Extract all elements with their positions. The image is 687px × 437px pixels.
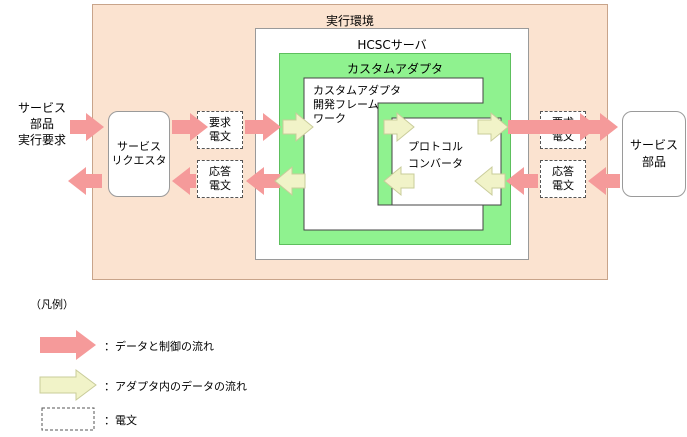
- legend-item-flow: ：データと制御の流れ: [104, 340, 214, 353]
- arrow-response-out: [68, 167, 102, 195]
- response-message-right: 応答電文: [540, 160, 586, 198]
- arrow-response-4: [588, 167, 620, 195]
- arrow-response-1: [172, 167, 196, 195]
- adapter-arrow-out-2: [383, 165, 415, 197]
- server-label: HCSCサーバ: [357, 38, 427, 52]
- arrow-response-2: [246, 167, 280, 195]
- service-parts: サービス部品: [622, 111, 686, 197]
- framework-shape: [303, 77, 484, 231]
- adapter-arrow-in-2: [383, 111, 415, 143]
- adapter-arrow-in-3: [477, 111, 509, 143]
- service-requester: サービスリクエスタ: [108, 111, 170, 197]
- arrow-request-in: [70, 113, 104, 141]
- adapter-label: カスタムアダプタ: [346, 62, 443, 76]
- legend-item-adapter-flow: ：アダプタ内のデータの流れ: [104, 380, 247, 393]
- adapter-arrow-out-3: [274, 165, 306, 197]
- protocol-converter-label: プロトコル コンバータ: [408, 140, 463, 170]
- legend-pale-arrow-icon: [39, 369, 97, 401]
- arrow-request-2: [245, 113, 281, 141]
- arrow-request-4: [588, 113, 618, 141]
- response-message-left: 応答電文: [197, 160, 243, 198]
- legend-item-message: ：電文: [104, 414, 137, 427]
- arrow-request-1: [172, 113, 208, 141]
- framework-label: カスタムアダプタ 開発フレーム ワーク: [313, 84, 401, 125]
- arrow-request-3: [508, 113, 598, 141]
- adapter-arrow-out-1: [474, 165, 506, 197]
- adapter-arrow-in-1: [282, 111, 314, 143]
- legend-message-icon: [41, 407, 95, 431]
- legend-title: （凡例）: [30, 298, 74, 311]
- arrow-response-3: [506, 167, 538, 195]
- legend-red-arrow-icon: [40, 330, 96, 360]
- request-message-left: 要求電文: [197, 111, 243, 149]
- service-execution-request-label: サービス 部品 実行要求: [17, 101, 66, 147]
- environment-label: 実行環境: [325, 14, 374, 28]
